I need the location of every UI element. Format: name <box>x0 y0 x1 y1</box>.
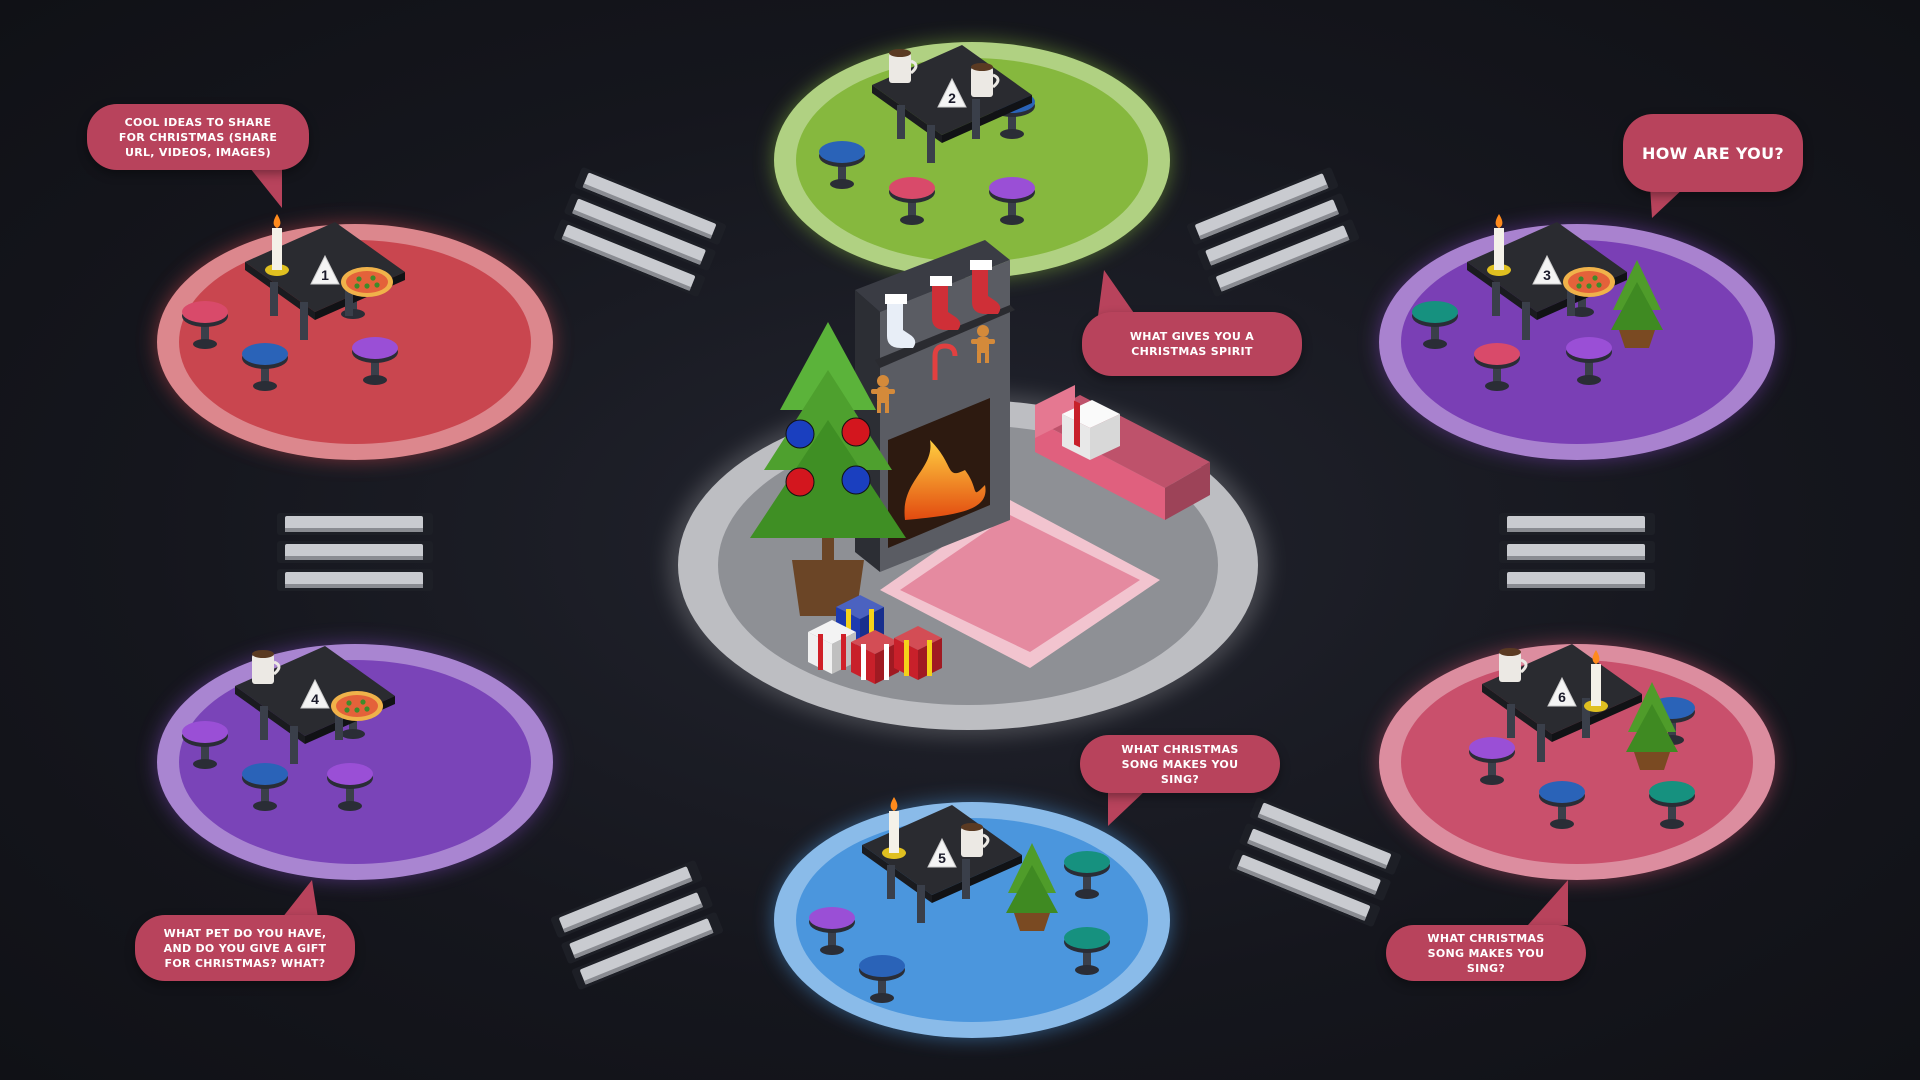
table-area-5[interactable]: 5 <box>774 797 1170 1038</box>
present-icon <box>894 626 942 680</box>
present-icon <box>808 620 856 674</box>
stocking-icon <box>970 260 1001 314</box>
table-2[interactable]: 2 <box>872 45 1032 163</box>
bubble-tail-6 <box>1528 880 1568 925</box>
mug-icon <box>971 63 1000 97</box>
gingerbread-icon <box>871 375 895 413</box>
walkway-5 <box>550 860 724 990</box>
table-number: 6 <box>1558 689 1566 705</box>
speech-bubble-3[interactable]: HOW ARE YOU? <box>1623 114 1803 192</box>
bubble-3-text: HOW ARE YOU? <box>1642 143 1784 163</box>
bubble-5-text: WHAT CHRISTMAS SONG MAKES YOU SING? <box>1121 742 1239 786</box>
candy-cane-icon <box>932 343 958 380</box>
table-4[interactable]: 4 <box>235 646 395 764</box>
table-area-1[interactable]: 1 <box>157 214 553 460</box>
table-area-6[interactable]: 6 <box>1379 644 1775 880</box>
gingerbread-icon <box>971 325 995 363</box>
walkway-3 <box>277 513 433 591</box>
candle-icon <box>1487 214 1511 276</box>
christmas-tree-icon <box>750 322 906 616</box>
speech-bubble-5[interactable]: WHAT CHRISTMAS SONG MAKES YOU SING? <box>1080 735 1280 793</box>
mug-icon <box>961 823 990 857</box>
walkway-4 <box>1499 513 1655 591</box>
stocking-icon <box>930 276 961 330</box>
table-area-2[interactable]: 2 <box>774 42 1170 278</box>
table-1[interactable]: 1 <box>245 214 405 340</box>
table-5[interactable]: 5 <box>862 797 1058 931</box>
central-fireplace-hub[interactable] <box>668 240 1268 737</box>
table-number: 3 <box>1543 267 1551 283</box>
small-tree-icon <box>1006 843 1058 931</box>
table-number: 1 <box>321 267 329 283</box>
candle-icon <box>265 214 289 276</box>
bubble-4-text: WHAT PET DO YOU HAVE, AND DO YOU GIVE A … <box>163 926 327 970</box>
speech-bubble-1[interactable]: COOL IDEAS TO SHARE FOR CHRISTMAS (SHARE… <box>87 104 309 170</box>
speech-bubble-6[interactable]: WHAT CHRISTMAS SONG MAKES YOU SING? <box>1386 925 1586 981</box>
table-6[interactable]: 6 <box>1482 644 1678 770</box>
bubble-tail-3 <box>1650 186 1686 218</box>
small-tree-icon <box>1611 260 1663 348</box>
bubble-2-text: WHAT GIVES YOU A CHRISTMAS SPIRIT <box>1129 330 1255 358</box>
table-number: 5 <box>938 850 946 866</box>
speech-bubble-2[interactable]: WHAT GIVES YOU A CHRISTMAS SPIRIT <box>1082 312 1302 376</box>
pizza-icon <box>1563 267 1615 297</box>
table-number: 2 <box>948 90 956 106</box>
candle-icon <box>882 797 906 859</box>
mug-icon <box>889 49 918 83</box>
table-3[interactable]: 3 <box>1467 214 1663 348</box>
gift-icon <box>1062 400 1120 460</box>
fire-icon <box>904 440 986 520</box>
bubble-tail-2 <box>1098 270 1136 316</box>
bubble-6-text: WHAT CHRISTMAS SONG MAKES YOU SING? <box>1427 931 1545 975</box>
table-area-4[interactable]: 4 <box>157 644 553 880</box>
candle-icon <box>1584 650 1608 712</box>
mug-icon <box>1499 648 1528 682</box>
pizza-icon <box>331 691 383 721</box>
bubble-tail-1 <box>250 168 282 208</box>
walkway-2 <box>1186 167 1360 297</box>
walkway-1 <box>553 167 727 297</box>
bubble-tail-4 <box>282 880 318 918</box>
table-number: 4 <box>311 691 319 707</box>
stocking-icon <box>885 294 916 348</box>
speech-bubble-4[interactable]: WHAT PET DO YOU HAVE, AND DO YOU GIVE A … <box>135 915 355 981</box>
bubble-1-text: COOL IDEAS TO SHARE FOR CHRISTMAS (SHARE… <box>118 115 278 159</box>
mug-icon <box>252 650 281 684</box>
bubble-tail-5 <box>1108 790 1146 826</box>
walkway-6 <box>1228 797 1402 927</box>
small-tree-icon <box>1626 682 1678 770</box>
pizza-icon <box>341 267 393 297</box>
present-icon <box>851 630 899 684</box>
table-area-3[interactable]: 3 <box>1379 214 1775 460</box>
